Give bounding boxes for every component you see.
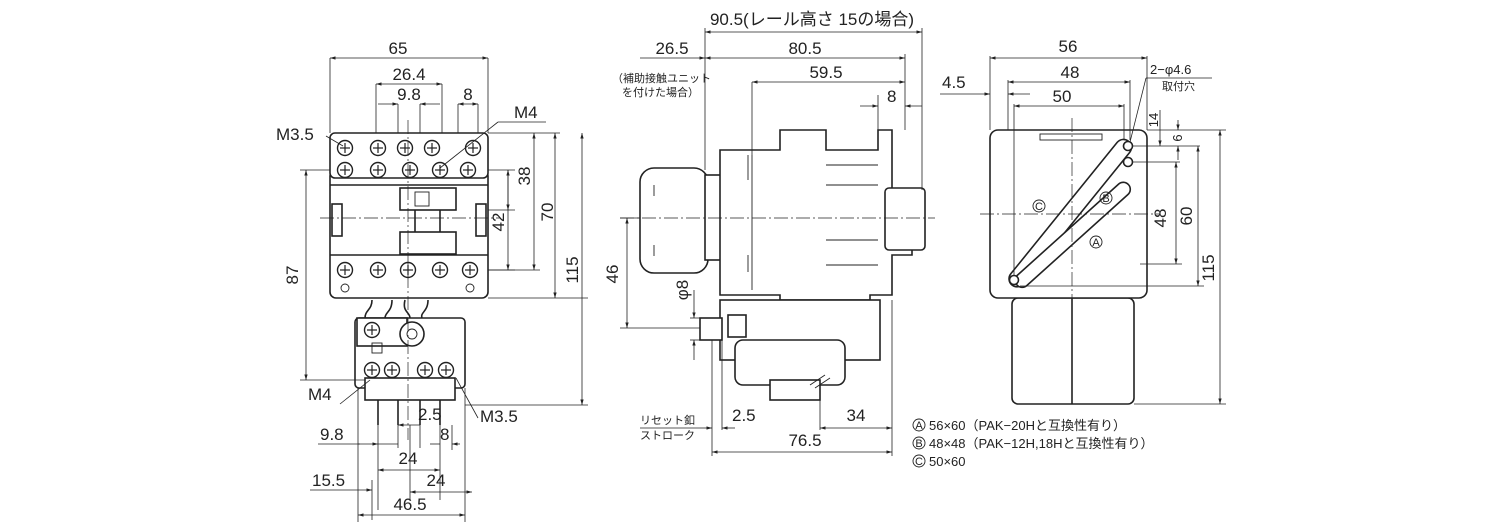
bottom-15-5: 15.5 (312, 471, 345, 490)
mount-height-6: 6 (1170, 134, 1185, 141)
bottom-8: 8 (440, 425, 449, 444)
side-bottom-2-5: 2.5 (732, 406, 756, 425)
label-m4-top: M4 (514, 103, 538, 122)
legend-mark-b: B (915, 438, 922, 450)
side-reset-label-1: リセット釦 (640, 413, 695, 427)
label-m3-5-top: M3.5 (276, 125, 314, 144)
legend-mark-a: A (915, 420, 923, 432)
bottom-2-5: 2.5 (418, 405, 442, 424)
front-width-65: 65 (389, 39, 408, 58)
label-m3-5-bottom: M3.5 (480, 407, 518, 426)
bottom-24b: 24 (427, 471, 446, 490)
side-view: 90.5(レール高さ 15の場合) 26.5 80.5 （補助接触ユニット を付… (603, 10, 935, 456)
legend-text-a: 56×60（PAK−20Hと互換性有り） (929, 418, 1126, 433)
side-bottom-76-5: 76.5 (788, 431, 821, 450)
mount-height-48: 48 (1151, 209, 1170, 228)
legend-item-a: A 56×60（PAK−20Hと互換性有り） (912, 418, 1126, 433)
mount-hole-spec: 2−φ4.6 (1150, 62, 1191, 77)
front-width-8: 8 (463, 85, 472, 104)
front-height-70: 70 (538, 203, 557, 222)
legend: A 56×60（PAK−20Hと互換性有り） B 48×48（PAK−12H,1… (912, 418, 1153, 469)
bottom-46-5: 46.5 (393, 495, 426, 514)
front-view: 65 26.4 9.8 8 M3.5 M4 38 42 70 115 (276, 39, 588, 522)
mount-width-4-5: 4.5 (942, 73, 966, 92)
side-width-59-5: 59.5 (809, 63, 842, 82)
front-height-115: 115 (563, 256, 582, 283)
side-reset-label-2: ストローク (640, 429, 695, 442)
front-width-9-8: 9.8 (397, 85, 421, 104)
side-width-90-5: 90.5(レール高さ 15の場合) (710, 10, 914, 29)
bottom-24a: 24 (399, 449, 418, 468)
side-bottom-34: 34 (847, 406, 866, 425)
legend-text-c: 50×60 (929, 454, 966, 469)
mount-hole-label: 取付穴 (1162, 79, 1195, 93)
side-note-aux-1: （補助接触ユニット (612, 71, 711, 85)
front-height-87: 87 (283, 266, 302, 285)
side-phi8: φ8 (673, 280, 692, 300)
mount-height-14: 14 (1146, 113, 1161, 127)
legend-item-c: C 50×60 (912, 454, 966, 469)
side-width-8: 8 (887, 87, 896, 106)
mount-width-56: 56 (1059, 37, 1078, 56)
mounting-view: C B A 56 48 50 4.5 2−φ4.6 取付穴 14 6 (940, 37, 1226, 405)
front-height-38: 38 (515, 167, 534, 186)
front-width-26-4: 26.4 (392, 65, 425, 84)
bottom-9-8: 9.8 (320, 425, 344, 444)
side-width-26-5: 26.5 (655, 39, 688, 58)
mount-label-c: C (1035, 201, 1043, 213)
side-height-46: 46 (603, 265, 622, 284)
mount-width-48: 48 (1061, 63, 1080, 82)
legend-item-b: B 48×48（PAK−12H,18Hと互換性有り） (912, 436, 1153, 451)
mount-height-115: 115 (1199, 254, 1218, 281)
mount-label-b: B (1102, 193, 1109, 205)
side-width-80-5: 80.5 (788, 39, 821, 58)
label-m4-bottom: M4 (308, 385, 332, 404)
legend-text-b: 48×48（PAK−12H,18Hと互換性有り） (929, 436, 1153, 451)
mount-width-50: 50 (1053, 87, 1072, 106)
side-note-aux-2: を付けた場合） (622, 85, 699, 99)
mount-label-a: A (1092, 237, 1100, 249)
mount-height-60: 60 (1177, 207, 1196, 226)
front-height-42: 42 (489, 213, 508, 232)
legend-mark-c: C (915, 456, 923, 468)
